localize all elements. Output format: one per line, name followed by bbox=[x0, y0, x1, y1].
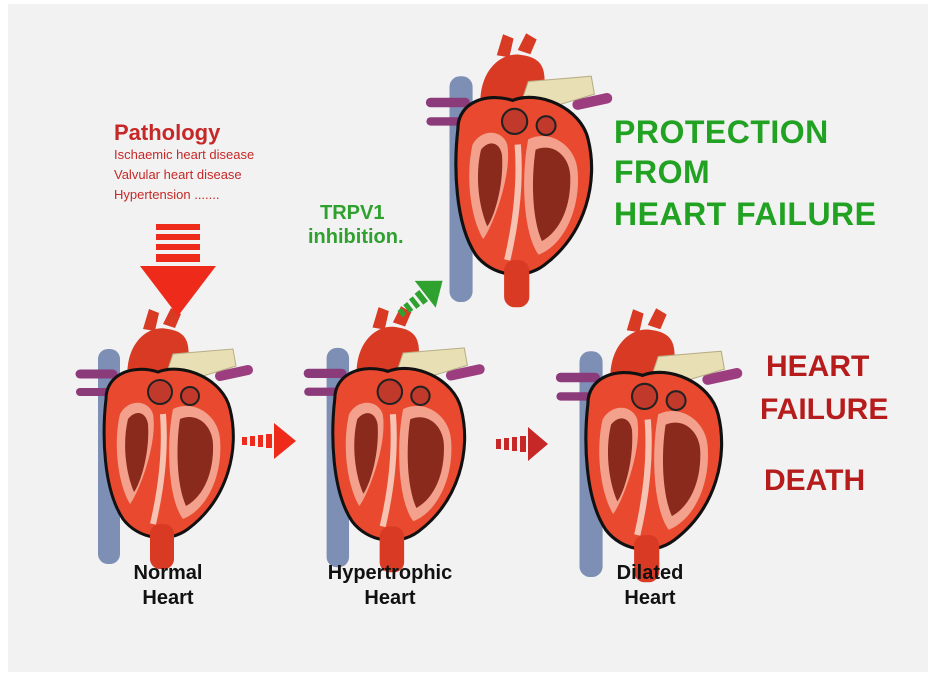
pathology-item: Ischaemic heart disease bbox=[114, 147, 254, 162]
dilated-heart-illustration bbox=[561, 308, 737, 582]
stage-label-line: Hypertrophic bbox=[300, 561, 480, 586]
stage-label-line: Dilated bbox=[570, 561, 730, 586]
protection-line2: FROM bbox=[614, 154, 710, 191]
protected-heart-illustration bbox=[431, 33, 607, 307]
protection-line1: PROTECTION bbox=[614, 114, 829, 151]
pathology-item: Hypertension ....... bbox=[114, 187, 220, 202]
pathology-item: Valvular heart disease bbox=[114, 167, 242, 182]
stage-label-line: Heart bbox=[570, 586, 730, 611]
arrow-hypertrophic-to-dilated bbox=[496, 427, 548, 461]
protection-line3: HEART FAILURE bbox=[614, 196, 877, 233]
intervention-line1: TRPV1 bbox=[320, 202, 384, 224]
stage-label-normal: Normal Heart bbox=[88, 561, 248, 611]
stage-label-line: Heart bbox=[88, 586, 248, 611]
failure-line2: FAILURE bbox=[760, 393, 888, 427]
failure-line1: HEART bbox=[766, 350, 869, 384]
normal-heart-illustration bbox=[80, 308, 248, 569]
stage-label-hypertrophic: Hypertrophic Heart bbox=[300, 561, 480, 611]
hypertrophic-heart-illustration bbox=[308, 306, 479, 572]
stage-label-line: Normal bbox=[88, 561, 248, 586]
pathology-title: Pathology bbox=[114, 120, 220, 146]
stage-label-dilated: Dilated Heart bbox=[570, 561, 730, 611]
intervention-line2: inhibition. bbox=[308, 226, 404, 248]
stage-label-line: Heart bbox=[300, 586, 480, 611]
arrow-normal-to-hypertrophic bbox=[242, 423, 296, 459]
death-label: DEATH bbox=[764, 464, 865, 498]
diagram-canvas: Pathology Ischaemic heart disease Valvul… bbox=[8, 4, 928, 672]
pathology-down-arrow bbox=[140, 224, 216, 316]
